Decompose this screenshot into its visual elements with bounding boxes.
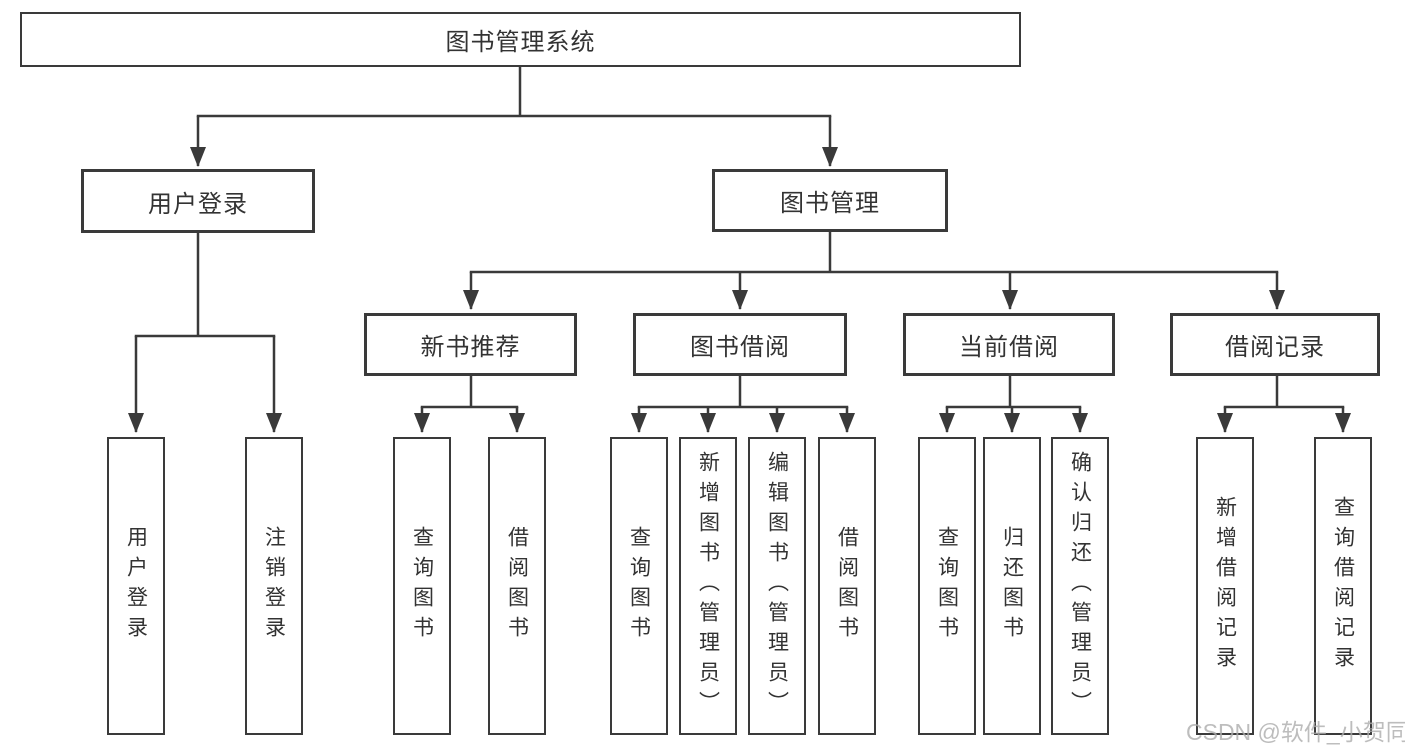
leaf-query-books-2: 查询图书: [610, 437, 668, 735]
leaf-user-login: 用户登录: [107, 437, 165, 735]
node-new-book-recommend-label: 新书推荐: [420, 334, 521, 361]
leaf-borrow-books-1: 借阅图书: [488, 437, 546, 735]
node-user-login-label: 用户登录: [148, 190, 248, 218]
leaf-edit-book-admin: 编辑图书（管理员）: [748, 437, 806, 735]
node-user-login: 用户登录: [81, 169, 315, 233]
node-book-management-label: 图书管理: [780, 190, 880, 217]
leaf-confirm-return-admin: 确认归还（管理员）: [1051, 437, 1109, 735]
leaf-return-books: 归还图书: [983, 437, 1041, 735]
leaf-add-book-admin: 新增图书（管理员）: [679, 437, 737, 735]
leaf-borrow-books-2-label: 借阅图书: [835, 526, 859, 646]
leaf-query-books-1-label: 查询图书: [410, 526, 434, 646]
leaf-confirm-return-admin-label: 确认归还（管理员）: [1068, 451, 1092, 721]
leaf-query-books-3-label: 查询图书: [935, 526, 959, 646]
leaf-query-books-3: 查询图书: [918, 437, 976, 735]
leaf-logout: 注销登录: [245, 437, 303, 735]
leaf-return-books-label: 归还图书: [1000, 526, 1024, 646]
node-root-label: 图书管理系统: [445, 29, 596, 56]
node-current-borrowing-label: 当前借阅: [959, 334, 1059, 361]
leaf-query-borrow-record: 查询借阅记录: [1314, 437, 1372, 735]
leaf-add-borrow-record-label: 新增借阅记录: [1213, 496, 1237, 676]
node-book-borrowing-label: 图书借阅: [690, 334, 790, 361]
node-book-management: 图书管理: [712, 169, 948, 232]
node-current-borrowing: 当前借阅: [903, 313, 1115, 376]
node-root-system: 图书管理系统: [20, 12, 1021, 67]
leaf-user-login-label: 用户登录: [124, 526, 148, 646]
leaf-borrow-books-2: 借阅图书: [818, 437, 876, 735]
leaf-logout-label: 注销登录: [262, 526, 286, 646]
node-borrowing-records: 借阅记录: [1170, 313, 1380, 376]
node-new-book-recommend: 新书推荐: [364, 313, 577, 376]
leaf-add-book-admin-label: 新增图书（管理员）: [696, 451, 720, 721]
watermark: CSDN @软件_小贺同学: [1186, 719, 1405, 745]
leaf-query-borrow-record-label: 查询借阅记录: [1331, 496, 1355, 676]
node-borrowing-records-label: 借阅记录: [1225, 334, 1325, 361]
leaf-add-borrow-record: 新增借阅记录: [1196, 437, 1254, 735]
node-book-borrowing: 图书借阅: [633, 313, 847, 376]
leaf-query-books-2-label: 查询图书: [627, 526, 651, 646]
leaf-query-books-1: 查询图书: [393, 437, 451, 735]
leaf-borrow-books-1-label: 借阅图书: [505, 526, 529, 646]
leaf-edit-book-admin-label: 编辑图书（管理员）: [765, 451, 789, 721]
